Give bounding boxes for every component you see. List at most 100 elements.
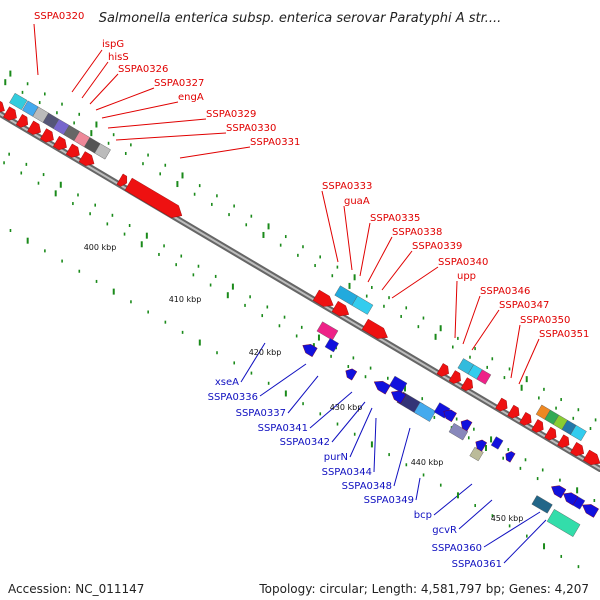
reverse-cds-arrow[interactable] xyxy=(345,368,358,381)
leader-line xyxy=(454,280,458,339)
forward-cds-arrow[interactable] xyxy=(495,397,508,412)
reverse-cds-arrow[interactable] xyxy=(563,492,579,506)
forward-gene-label[interactable]: SSPA0350 xyxy=(520,315,570,326)
reverse-cds-arrow[interactable] xyxy=(391,390,407,404)
leader-line xyxy=(331,401,366,443)
leader-line xyxy=(483,511,541,548)
forward-gene-label[interactable]: SSPA0347 xyxy=(499,300,549,311)
reverse-cds-arrow[interactable] xyxy=(460,419,473,432)
reverse-cds-arrow[interactable] xyxy=(302,344,318,358)
forward-cds-arrow[interactable] xyxy=(116,173,128,187)
forward-cds-arrow[interactable] xyxy=(40,128,54,143)
forward-cds-arrow[interactable] xyxy=(460,377,474,392)
leader-line xyxy=(81,61,109,99)
reverse-gene-label[interactable]: SSPA0337 xyxy=(236,408,286,419)
forward-cds-arrow[interactable] xyxy=(27,120,41,135)
reverse-gene-label[interactable]: SSPA0344 xyxy=(322,467,372,478)
forward-gene-label[interactable]: SSPA0333 xyxy=(322,181,372,192)
reverse-gene-label[interactable]: SSPA0342 xyxy=(280,437,330,448)
forward-gene-label[interactable]: SSPA0340 xyxy=(438,257,488,268)
reverse-gene-box[interactable] xyxy=(531,495,553,514)
forward-gene-label[interactable]: SSPA0331 xyxy=(250,137,300,148)
reverse-gene-label[interactable]: SSPA0361 xyxy=(452,559,502,570)
reverse-gene-label[interactable]: bcp xyxy=(414,510,432,521)
reverse-cds-arrow[interactable] xyxy=(373,380,391,395)
leader-line xyxy=(287,375,319,414)
forward-cds-arrow[interactable] xyxy=(448,370,461,384)
reverse-gene-box[interactable] xyxy=(469,446,484,462)
forward-cds-arrow[interactable] xyxy=(312,289,334,307)
forward-cds-arrow[interactable] xyxy=(65,143,80,158)
leader-line xyxy=(458,499,493,530)
reverse-gene-box[interactable] xyxy=(546,509,581,537)
forward-cds-arrow[interactable] xyxy=(507,404,520,419)
forward-gene-label[interactable]: guaA xyxy=(344,196,370,207)
forward-cds-arrow[interactable] xyxy=(15,114,29,128)
forward-gene-label[interactable]: SSPA0327 xyxy=(154,78,204,89)
reverse-gene-box[interactable] xyxy=(324,338,339,353)
forward-gene-label[interactable]: SSPA0326 xyxy=(118,64,168,75)
reverse-cds-arrow[interactable] xyxy=(551,485,567,499)
kbp-label: 420 kbp xyxy=(249,348,282,357)
forward-cds-arrow[interactable] xyxy=(436,363,449,377)
forward-cds-arrow[interactable] xyxy=(544,426,557,441)
forward-gene-label[interactable]: SSPA0320 xyxy=(34,11,84,22)
forward-gene-box[interactable] xyxy=(351,295,374,315)
forward-gene-label[interactable]: SSPA0338 xyxy=(392,227,442,238)
forward-gene-label[interactable]: hisS xyxy=(108,52,129,63)
kbp-label: 440 kbp xyxy=(411,458,444,467)
forward-gene-box[interactable] xyxy=(94,143,111,160)
forward-cds-arrow[interactable] xyxy=(583,449,600,466)
forward-gene-label[interactable]: upp xyxy=(457,271,476,282)
forward-cds-arrow[interactable] xyxy=(0,99,5,113)
leader-line xyxy=(259,363,307,397)
kbp-label: 400 kbp xyxy=(84,243,117,252)
reverse-gene-label[interactable]: purN xyxy=(324,452,348,463)
reverse-gene-box[interactable] xyxy=(448,423,469,441)
forward-gene-label[interactable]: SSPA0329 xyxy=(206,109,256,120)
forward-gene-label[interactable]: SSPA0346 xyxy=(480,286,530,297)
forward-cds-arrow[interactable] xyxy=(361,318,388,339)
leader-line xyxy=(343,205,353,271)
forward-gene-label[interactable]: SSPA0335 xyxy=(370,213,420,224)
accession-label: Accession: NC_011147 xyxy=(8,582,145,596)
reverse-cds-arrow[interactable] xyxy=(443,409,457,423)
forward-gene-box[interactable] xyxy=(476,369,492,385)
reverse-gene-box[interactable] xyxy=(316,321,339,341)
reverse-gene-label[interactable]: SSPA0360 xyxy=(432,543,482,554)
reverse-gene-label[interactable]: SSPA0336 xyxy=(208,392,258,403)
reverse-gene-box[interactable] xyxy=(389,375,408,393)
forward-cds-arrow[interactable] xyxy=(331,300,350,317)
reverse-gene-label[interactable]: gcvR xyxy=(432,525,457,536)
reverse-gene-label[interactable]: SSPA0341 xyxy=(258,423,308,434)
leader-line xyxy=(33,23,39,76)
leader-line xyxy=(415,477,421,501)
forward-cds-arrow[interactable] xyxy=(52,135,67,151)
reverse-gene-label[interactable]: xseA xyxy=(215,377,239,388)
forward-cds-arrow[interactable] xyxy=(557,434,570,449)
reverse-gene-box[interactable] xyxy=(490,436,504,450)
forward-gene-box[interactable] xyxy=(9,92,28,111)
reverse-gene-label[interactable]: SSPA0349 xyxy=(364,495,414,506)
forward-gene-box[interactable] xyxy=(570,424,587,442)
reverse-cds-arrow[interactable] xyxy=(505,451,516,463)
forward-cds-arrow[interactable] xyxy=(531,419,544,433)
leader-line xyxy=(518,338,540,385)
forward-gene-label[interactable]: engA xyxy=(178,92,204,103)
leader-line xyxy=(359,222,371,277)
forward-cds-arrow[interactable] xyxy=(3,106,17,121)
forward-cds-arrow[interactable] xyxy=(570,442,585,457)
forward-cds-arrow[interactable] xyxy=(519,412,532,426)
reverse-gene-label[interactable]: SSPA0348 xyxy=(342,481,392,492)
forward-gene-label[interactable]: ispG xyxy=(102,39,124,50)
forward-gene-label[interactable]: SSPA0351 xyxy=(539,329,589,340)
forward-cds-arrow[interactable] xyxy=(78,151,95,166)
reverse-cds-arrow[interactable] xyxy=(475,439,488,452)
forward-gene-label[interactable]: SSPA0330 xyxy=(226,123,276,134)
reverse-cds-arrow[interactable] xyxy=(582,504,599,518)
forward-cds-arrow[interactable] xyxy=(124,177,183,218)
leader-line xyxy=(179,146,251,159)
leader-line xyxy=(240,342,266,383)
forward-gene-label[interactable]: SSPA0339 xyxy=(412,241,462,252)
